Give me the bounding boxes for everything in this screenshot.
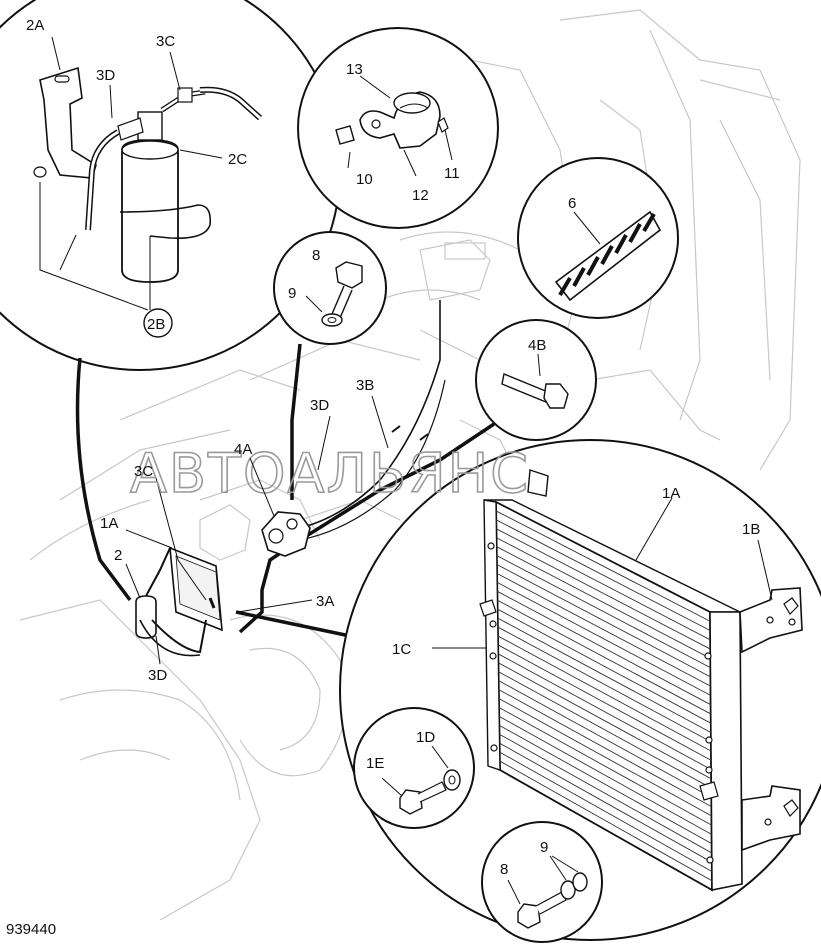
condenser-fin — [497, 635, 712, 752]
condenser-fin — [495, 510, 711, 622]
watermark-text: АВТОАЛЬЯНС — [130, 442, 530, 505]
label-3B: 3B — [356, 377, 374, 394]
detail-circle-clamp — [297, 27, 499, 229]
label-3C-mid: 3C — [134, 463, 153, 480]
label-6: 6 — [568, 195, 576, 212]
condenser-fin — [498, 680, 712, 798]
condenser-fin — [499, 742, 713, 863]
condenser-fin — [499, 760, 713, 882]
label-9-top: 9 — [288, 285, 296, 302]
condenser-fin — [496, 546, 711, 659]
detail-circle-bolt-4B — [475, 319, 597, 441]
bracket-2A — [39, 66, 97, 179]
condenser-fin — [498, 671, 712, 789]
condenser-fin — [499, 733, 712, 854]
label-11: 11 — [444, 165, 460, 182]
condenser-fin — [497, 626, 712, 743]
label-10: 10 — [356, 171, 373, 188]
receiver-drier-2 — [135, 595, 157, 639]
label-3D-bottom: 3D — [148, 667, 167, 684]
condenser-fin — [498, 662, 712, 780]
label-3C-top: 3C — [156, 33, 175, 50]
label-9-bottom: 9 — [540, 839, 548, 856]
label-1D: 1D — [416, 729, 435, 746]
detail-circle-bolt-1E-1D — [353, 707, 475, 829]
label-8-bottom: 8 — [500, 861, 508, 878]
label-1A-left: 1A — [100, 515, 118, 532]
detail-circle-condenser — [339, 439, 821, 941]
condenser-fin — [498, 689, 712, 807]
label-3D-mid: 3D — [310, 397, 329, 414]
middle-leaders — [125, 395, 389, 665]
detail-circle-receiver-drier — [0, 0, 341, 371]
label-4A: 4A — [234, 441, 252, 458]
condenser-fin — [496, 573, 711, 687]
compressor-4A — [261, 511, 311, 557]
label-1A-right: 1A — [662, 485, 680, 502]
detail-circle-bolt-8-9-bottom — [481, 821, 603, 943]
condenser-fin — [496, 537, 711, 650]
condenser-fin — [498, 707, 712, 826]
condenser-fin — [496, 564, 711, 678]
detail-circle-bolt-8-9 — [273, 231, 387, 345]
label-4B: 4B — [528, 337, 546, 354]
condenser-fin — [497, 608, 712, 724]
condenser-fin — [497, 590, 711, 706]
machine-background — [19, 9, 801, 921]
label-2B: 2B — [147, 316, 165, 333]
label-1C: 1C — [392, 641, 411, 658]
condenser-fin — [496, 528, 711, 641]
condenser-fin — [498, 653, 712, 770]
label-12: 12 — [412, 187, 429, 204]
label-3A: 3A — [316, 593, 334, 610]
figure-number: 939440 — [6, 921, 56, 938]
condenser-fin — [496, 555, 711, 668]
condenser-fin — [497, 599, 711, 715]
condenser-fin — [498, 698, 712, 817]
condenser-fin — [496, 582, 711, 696]
label-8-top: 8 — [312, 247, 320, 264]
detail-circle-sleeve — [517, 157, 679, 319]
label-3D-top: 3D — [96, 67, 115, 84]
label-2C: 2C — [228, 151, 247, 168]
bracket-1B — [739, 587, 803, 654]
condenser-fin — [496, 519, 711, 631]
condenser-fin — [499, 751, 713, 872]
label-1E: 1E — [366, 755, 384, 772]
label-13: 13 — [346, 61, 363, 78]
condenser-fin — [499, 724, 712, 845]
callout-labels: 2A 3D 3C 2C 2B 13 10 12 11 6 8 9 4B 3D 3… — [6, 17, 760, 938]
condenser-fin — [497, 644, 712, 761]
label-1B: 1B — [742, 521, 760, 538]
condenser-fin — [498, 716, 712, 835]
condenser-fins — [495, 510, 713, 882]
label-2: 2 — [114, 547, 122, 564]
spacer-10 — [335, 125, 355, 145]
label-2A: 2A — [26, 17, 44, 34]
middle-assembly — [135, 300, 446, 657]
condenser-fin — [497, 617, 712, 733]
